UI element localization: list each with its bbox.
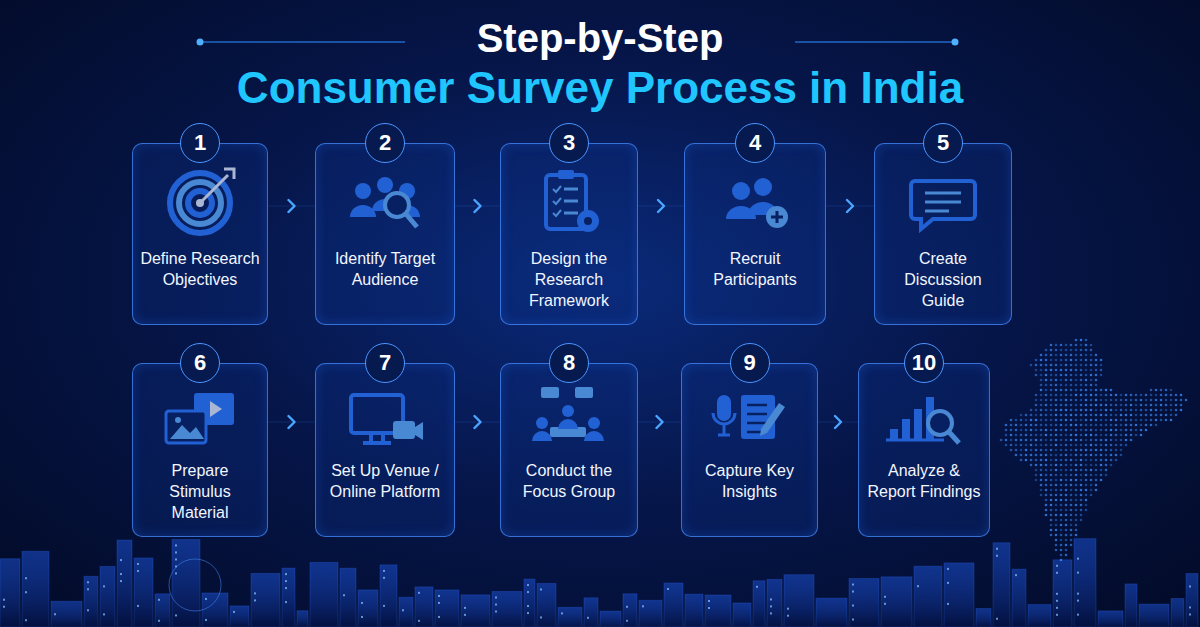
- step-connector: [638, 422, 681, 423]
- step-number: 6: [194, 352, 206, 374]
- step-number: 5: [937, 132, 949, 154]
- step-number-badge: 1: [180, 123, 220, 163]
- step-number: 4: [749, 132, 761, 154]
- step-connector: [455, 422, 500, 423]
- step-label: Conduct the Focus Group: [507, 460, 631, 502]
- step-label: Recruit Participants: [691, 248, 819, 290]
- step-box: 4Recruit Participants: [684, 143, 826, 325]
- step-number: 9: [743, 352, 755, 374]
- step-number-badge: 5: [923, 123, 963, 163]
- step-label: Identify Target Audience: [322, 248, 448, 290]
- step-number-badge: 9: [730, 343, 770, 383]
- title: Step-by-Step: [0, 16, 1200, 61]
- step-box: 2Identify Target Audience: [315, 143, 455, 325]
- step-label: Define Research Objectives: [139, 248, 261, 290]
- road-glow: [180, 567, 1020, 627]
- india-dot-map: [1000, 339, 1188, 562]
- step-number-badge: 10: [904, 343, 944, 383]
- step-connector: [818, 422, 858, 423]
- step-number: 7: [379, 352, 391, 374]
- step-number: 1: [194, 132, 206, 154]
- step-number-badge: 7: [365, 343, 405, 383]
- step-label: Analyze & Report Findings: [865, 460, 983, 502]
- step-number: 10: [912, 352, 936, 374]
- step-box: 3Design the Research Framework: [500, 143, 638, 325]
- step-box: 8Conduct the Focus Group: [500, 363, 638, 537]
- step-number-badge: 4: [735, 123, 775, 163]
- step-box: 5Create Discussion Guide: [874, 143, 1012, 325]
- step-number-badge: 8: [549, 343, 589, 383]
- step-box: 1Define Research Objectives: [132, 143, 268, 325]
- step-connector: [638, 206, 684, 207]
- step-box: 10Analyze & Report Findings: [858, 363, 990, 537]
- step-number: 2: [379, 132, 391, 154]
- step-box: 7Set Up Venue / Online Platform: [315, 363, 455, 537]
- step-box: 9Capture Key Insights: [681, 363, 818, 537]
- step-number-badge: 3: [549, 123, 589, 163]
- step-connector: [268, 422, 315, 423]
- step-connector: [826, 206, 874, 207]
- step-label: Capture Key Insights: [688, 460, 811, 502]
- step-number: 8: [563, 352, 575, 374]
- step-number-badge: 6: [180, 343, 220, 383]
- step-label: Design the Research Framework: [507, 248, 631, 311]
- step-label: Set Up Venue / Online Platform: [322, 460, 448, 502]
- step-connector: [455, 206, 500, 207]
- step-label: Prepare Stimulus Material: [139, 460, 261, 523]
- step-box: 6Prepare Stimulus Material: [132, 363, 268, 537]
- subtitle: Consumer Survey Process in India: [0, 63, 1200, 113]
- step-connector: [268, 206, 315, 207]
- step-number-badge: 2: [365, 123, 405, 163]
- step-label: Create Discussion Guide: [881, 248, 1005, 311]
- step-number: 3: [563, 132, 575, 154]
